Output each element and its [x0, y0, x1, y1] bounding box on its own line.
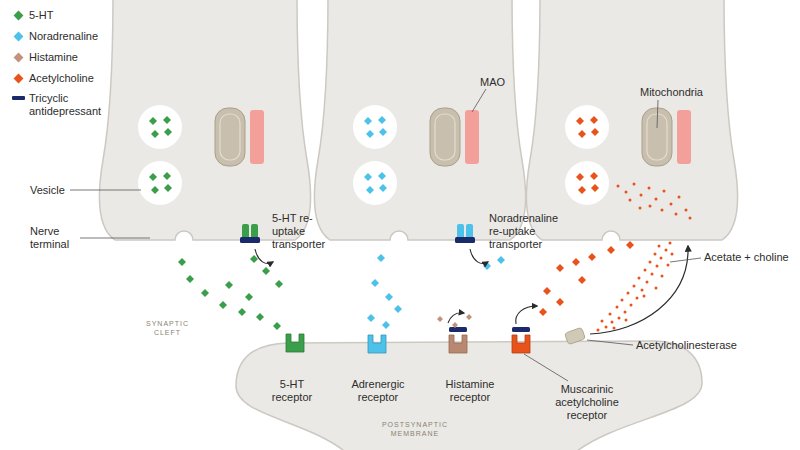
- legend-diamond-swatch: [14, 32, 24, 42]
- legend-bar-swatch: [12, 96, 25, 100]
- part-label: MAO: [480, 76, 520, 89]
- serotonin-molecules: [149, 116, 283, 330]
- acetate-choline-dots: [598, 184, 690, 330]
- muscarinic-receptor: [512, 335, 530, 353]
- nerve-terminal: [314, 0, 525, 240]
- choline-uptake-arrow: [590, 246, 688, 334]
- legend-label: Histamine: [29, 51, 109, 64]
- acetylcholinesterase-enzyme: [564, 327, 585, 344]
- part-label: Noradrenaline re-uptake transporter: [489, 212, 569, 251]
- leader-line: [472, 89, 486, 112]
- mitochondrion-cristae: [435, 114, 455, 160]
- histamine-molecules: [437, 314, 472, 328]
- legend-label: Acetylcholine: [29, 72, 109, 85]
- region-label: SYNAPTIC CLEFT: [140, 319, 195, 337]
- vesicle: [565, 105, 609, 149]
- noradrenaline-transporter: [457, 224, 464, 239]
- legend-label: Noradrenaline: [29, 30, 109, 43]
- leader-line: [80, 238, 150, 239]
- mao-enzyme: [677, 110, 691, 164]
- part-label: Vesicle: [30, 184, 90, 197]
- leader-line: [657, 100, 658, 128]
- legend-diamond-swatch: [14, 11, 24, 21]
- membrane-shape: [236, 341, 702, 450]
- displacement-arrow: [448, 313, 464, 323]
- nerve-terminal: [99, 0, 310, 240]
- legend-diamond-swatch: [14, 53, 24, 63]
- noradrenaline-transporter: [466, 224, 473, 239]
- mitochondrion: [215, 108, 245, 166]
- displacement-arrow: [516, 306, 537, 324]
- legend-label: Tricyclic antidepressant: [29, 92, 109, 118]
- serotonin-transporter: [251, 224, 258, 239]
- part-label: 5-HT receptor: [262, 378, 322, 404]
- part-label: 5-HT re-uptake transporter: [272, 212, 332, 251]
- nerve-terminal: [526, 0, 737, 240]
- vesicle: [138, 105, 182, 149]
- leader-line: [587, 340, 633, 345]
- part-label: Muscarinic acetylcholine receptor: [550, 383, 624, 422]
- legend-label: 5-HT: [29, 9, 109, 22]
- vesicle: [565, 161, 609, 205]
- mitochondrion: [642, 108, 672, 166]
- tricyclic-block: [512, 327, 530, 332]
- tricyclic-block: [240, 237, 260, 243]
- tricyclic-block: [449, 327, 467, 332]
- mitochondrion: [430, 108, 460, 166]
- part-label: Nerve terminal: [30, 225, 78, 251]
- region-label: POSTSYNAPTIC MEMBRANE: [375, 420, 455, 438]
- mitochondrion-cristae: [220, 114, 240, 160]
- part-label: Histamine receptor: [440, 378, 500, 404]
- mao-enzyme: [250, 110, 264, 164]
- mao-enzyme: [465, 110, 479, 164]
- serotonin-transporter: [242, 224, 249, 239]
- serotonin-receptor: [286, 334, 304, 352]
- vesicle: [353, 105, 397, 149]
- leader-line: [70, 190, 141, 191]
- leader-line: [524, 354, 568, 381]
- vesicle: [138, 161, 182, 205]
- reuptake-arrow: [255, 249, 273, 263]
- vesicle: [353, 161, 397, 205]
- histamine-receptor: [449, 335, 467, 353]
- leader-line: [670, 258, 701, 262]
- adrenergic-receptor: [368, 335, 386, 353]
- part-label: Acetylcholinesterase: [636, 339, 756, 352]
- reuptake-arrow: [470, 249, 488, 263]
- tricyclic-block: [455, 237, 475, 243]
- legend-diamond-swatch: [14, 74, 24, 84]
- part-label: Mitochondria: [640, 86, 720, 99]
- part-label: Adrenergic receptor: [345, 378, 411, 404]
- noradrenaline-molecules: [364, 116, 505, 329]
- part-label: Acetate + choline: [704, 251, 799, 264]
